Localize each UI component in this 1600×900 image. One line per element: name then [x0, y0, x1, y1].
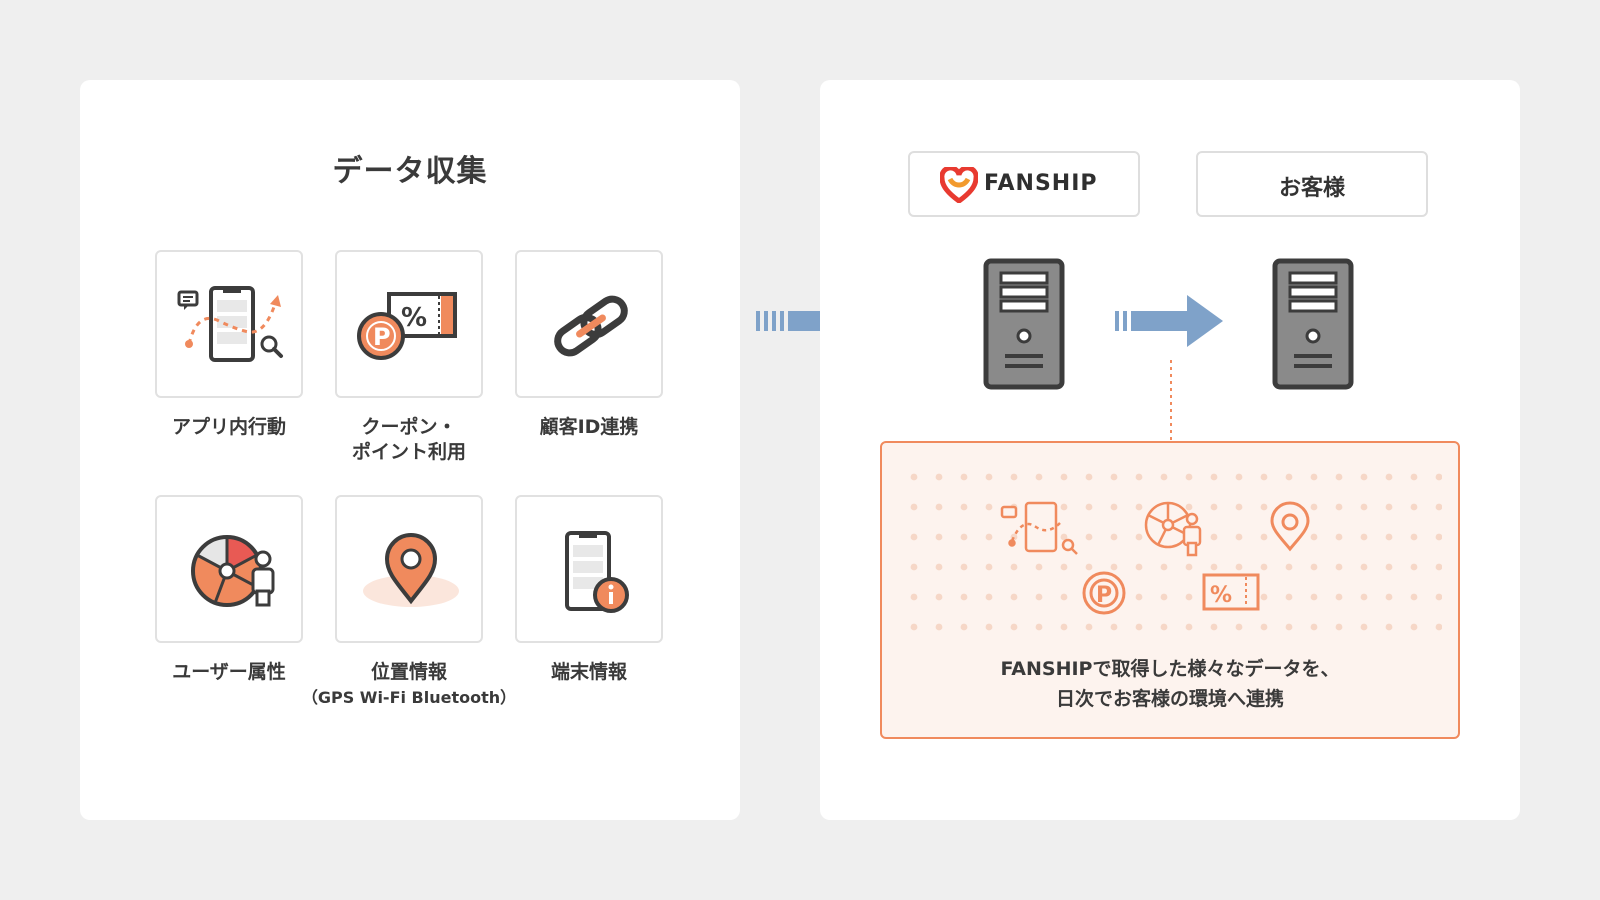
fanship-server-icon — [983, 258, 1065, 390]
user-attribute-card — [155, 495, 303, 643]
location-label: 位置情報 — [370, 661, 447, 683]
coupon-point-card: % P — [335, 250, 483, 398]
small-user-attribute-icon — [1144, 501, 1202, 557]
location-card — [335, 495, 483, 643]
location-pin-icon — [363, 533, 459, 607]
small-point-icon: P — [1082, 571, 1126, 615]
app-behavior-label: アプリ内行動 — [171, 416, 286, 438]
customer-header-box: お客様 — [1196, 151, 1428, 217]
app-behavior-icon — [177, 286, 283, 362]
fanship-logo-text: FANSHIP — [984, 171, 1098, 196]
data-collection-panel: データ収集 — [80, 80, 740, 820]
transfer-arrow-icon — [1115, 295, 1223, 347]
user-attribute-label: ユーザー属性 — [172, 661, 286, 683]
device-info-icon — [565, 531, 629, 613]
device-info-card — [515, 495, 663, 643]
app-behavior-card — [155, 250, 303, 398]
customer-id-label: 顧客ID連携 — [539, 416, 639, 438]
user-attribute-icon — [191, 535, 275, 607]
customer-label: お客様 — [1278, 176, 1345, 201]
coupon-point-label-line2: ポイント利用 — [351, 441, 466, 463]
svg-text:P: P — [1096, 583, 1112, 608]
coupon-point-icon: % P — [357, 292, 457, 360]
sync-caption-line2: 日次でお客様の環境へ連携 — [1055, 688, 1284, 710]
coupon-point-label-line1: クーポン・ — [361, 416, 457, 438]
svg-text:%: % — [1210, 583, 1232, 608]
customer-server-icon — [1272, 258, 1354, 390]
small-location-icon — [1270, 501, 1310, 552]
svg-text:P: P — [373, 323, 391, 351]
location-sub-label: （GPS Wi-Fi Bluetooth） — [301, 688, 517, 707]
link-icon — [554, 295, 628, 357]
daily-sync-box: P % FANSHIPで取得した様々なデータを、 日次でお客様の環境へ連携 — [880, 441, 1460, 739]
fanship-header-box: FANSHIP — [908, 151, 1140, 217]
small-coupon-icon: % — [1202, 573, 1260, 611]
svg-text:%: % — [401, 303, 427, 333]
device-info-label: 端末情報 — [550, 661, 627, 683]
fanship-logo-icon — [940, 167, 978, 203]
dotted-connector — [1170, 360, 1172, 442]
customer-id-card — [515, 250, 663, 398]
dot-pattern: P % — [902, 463, 1442, 643]
small-app-behavior-icon — [1000, 501, 1078, 555]
data-collection-title: データ収集 — [332, 154, 488, 189]
sync-caption-line1: FANSHIPで取得した様々なデータを、 — [1000, 658, 1340, 680]
